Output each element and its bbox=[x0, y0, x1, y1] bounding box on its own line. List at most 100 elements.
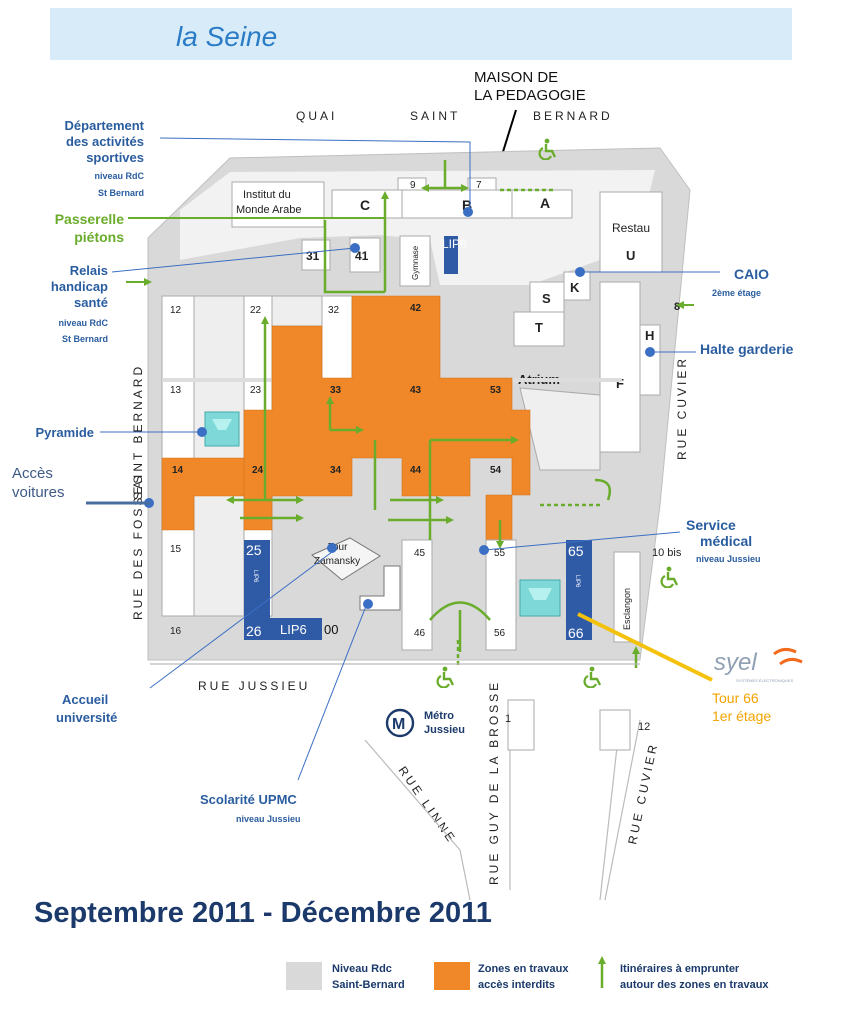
gym-label: Gymnase bbox=[411, 245, 420, 280]
building-8-label: 8 bbox=[674, 301, 680, 313]
legend-arrow-2: autour des zones en travaux bbox=[620, 979, 769, 991]
lip6-65-66-bar bbox=[566, 540, 592, 640]
block-33: 33 bbox=[330, 385, 342, 396]
legend-orange-1: Zones en travaux bbox=[478, 963, 569, 975]
passerelle-label-1: Passerelle bbox=[55, 211, 124, 227]
lip6-top-block bbox=[444, 236, 458, 274]
zamansky-annex bbox=[359, 565, 401, 611]
building-k-label: K bbox=[570, 280, 580, 295]
tour66-label-2: 1er étage bbox=[712, 708, 771, 724]
scolarite-label: Scolarité UPMC bbox=[200, 792, 297, 807]
river-band bbox=[50, 8, 792, 60]
lip6-26-label: 26 bbox=[246, 623, 262, 639]
building-restau bbox=[599, 191, 663, 273]
building-t-label: T bbox=[535, 320, 543, 335]
sport-label-1: Département bbox=[65, 118, 145, 133]
building-a bbox=[511, 189, 573, 219]
block-55: 55 bbox=[494, 548, 506, 559]
lip6-66-label: 66 bbox=[568, 625, 584, 641]
building-s bbox=[529, 281, 565, 313]
pyramide-label: Pyramide bbox=[35, 425, 94, 440]
street-quai-3: BERNARD bbox=[533, 109, 613, 123]
block-12: 12 bbox=[170, 305, 182, 316]
legend-gray-2: Saint-Bernard bbox=[332, 979, 405, 991]
block-42: 42 bbox=[410, 303, 422, 314]
building-a-label: A bbox=[540, 195, 550, 211]
street-lines bbox=[150, 663, 641, 901]
building-esclangon bbox=[613, 551, 641, 643]
block-53: 53 bbox=[490, 385, 502, 396]
metro-label-1: Métro bbox=[424, 710, 454, 722]
relais-label-1: Relais bbox=[70, 263, 108, 278]
block-44: 44 bbox=[410, 465, 422, 476]
label-pointers bbox=[100, 137, 720, 781]
building-u-label: U bbox=[626, 248, 635, 263]
restau-label: Restau bbox=[612, 221, 650, 235]
building-9-label: 9 bbox=[410, 180, 416, 191]
tour66-label-1: Tour 66 bbox=[712, 690, 759, 706]
lip6-00-label: 00 bbox=[324, 622, 338, 637]
accueil-label-2: université bbox=[56, 710, 117, 725]
block-16: 16 bbox=[170, 626, 182, 637]
building-f-label: F bbox=[616, 376, 624, 391]
metro-icon bbox=[385, 708, 415, 738]
block-23: 23 bbox=[250, 385, 262, 396]
lip6-top-label: LIP6 bbox=[442, 237, 467, 251]
legend-arrow-1: Itinéraires à emprunter bbox=[620, 963, 740, 975]
building-7 bbox=[467, 177, 497, 191]
block-24: 24 bbox=[252, 465, 264, 476]
block-54: 54 bbox=[490, 465, 502, 476]
street-guy-brosse: RUE GUY DE LA BROSSE bbox=[487, 680, 501, 885]
street-jussieu: RUE JUSSIEU bbox=[198, 679, 310, 693]
building-c-label: C bbox=[360, 197, 370, 213]
ima-label-2: Monde Arabe bbox=[236, 204, 301, 216]
building-k bbox=[563, 271, 591, 301]
block-45: 45 bbox=[414, 548, 426, 559]
lip6-bottom-label: LIP6 bbox=[280, 622, 307, 637]
tour-label-2: Zamansky bbox=[314, 556, 360, 567]
building-s-label: S bbox=[542, 291, 551, 306]
building-12 bbox=[599, 709, 631, 751]
pyramid-1-top bbox=[212, 419, 232, 430]
street-linne: RUE LINNE bbox=[396, 764, 460, 847]
relais-label-3: santé bbox=[74, 295, 108, 310]
block-55-56 bbox=[485, 539, 517, 651]
legend-gray-1: Niveau Rdc bbox=[332, 963, 392, 975]
caio-label: CAIO bbox=[734, 266, 769, 282]
street-fosses: RUE DES FOSSES bbox=[131, 473, 145, 620]
block-14: 14 bbox=[172, 465, 184, 476]
walking-routes bbox=[226, 160, 640, 668]
tour66-pointer bbox=[577, 612, 713, 682]
wheelchair-icon bbox=[660, 566, 679, 588]
service-sub: niveau Jussieu bbox=[696, 554, 761, 564]
street-cuvier-bottom: RUE CUVIER bbox=[625, 741, 660, 846]
building-b bbox=[401, 189, 513, 219]
syel-sub: SYSTÈMES ÉLECTRONIQUES bbox=[736, 678, 793, 683]
building-11 bbox=[507, 699, 535, 751]
construction-zone bbox=[161, 295, 531, 541]
maison-label-2: LA PEDAGOGIE bbox=[474, 87, 586, 104]
legend-orange-2: accès interdits bbox=[478, 979, 555, 991]
lip6-25-26-bar bbox=[244, 540, 270, 640]
street-quai-2: SAINT bbox=[410, 109, 460, 123]
syel-logo: syel bbox=[714, 649, 757, 676]
sport-sub-2: St Bernard bbox=[98, 188, 144, 198]
accueil-label-1b: Accueil bbox=[62, 692, 108, 707]
esclangon-label: Esclangon bbox=[622, 588, 632, 630]
block-56: 56 bbox=[494, 628, 506, 639]
syel-mark bbox=[773, 647, 803, 666]
lip6-25-label: 25 bbox=[246, 542, 262, 558]
sport-label-2: des activités bbox=[66, 134, 144, 149]
lip6-vertical-left: LIP6 bbox=[252, 570, 258, 583]
wheelchair-icon bbox=[583, 666, 602, 688]
period-title: Septembre 2011 - Décembre 2011 bbox=[34, 897, 492, 929]
block-15: 15 bbox=[170, 544, 182, 555]
lip6-bottom-bar bbox=[270, 618, 322, 640]
relais-sub-2: St Bernard bbox=[62, 334, 108, 344]
wheelchair-icon bbox=[436, 666, 455, 688]
building-10bis-label: 10 bis bbox=[652, 547, 682, 559]
label-dots bbox=[144, 207, 655, 609]
metro-label-2: Jussieu bbox=[424, 724, 465, 736]
building-h bbox=[639, 324, 661, 396]
